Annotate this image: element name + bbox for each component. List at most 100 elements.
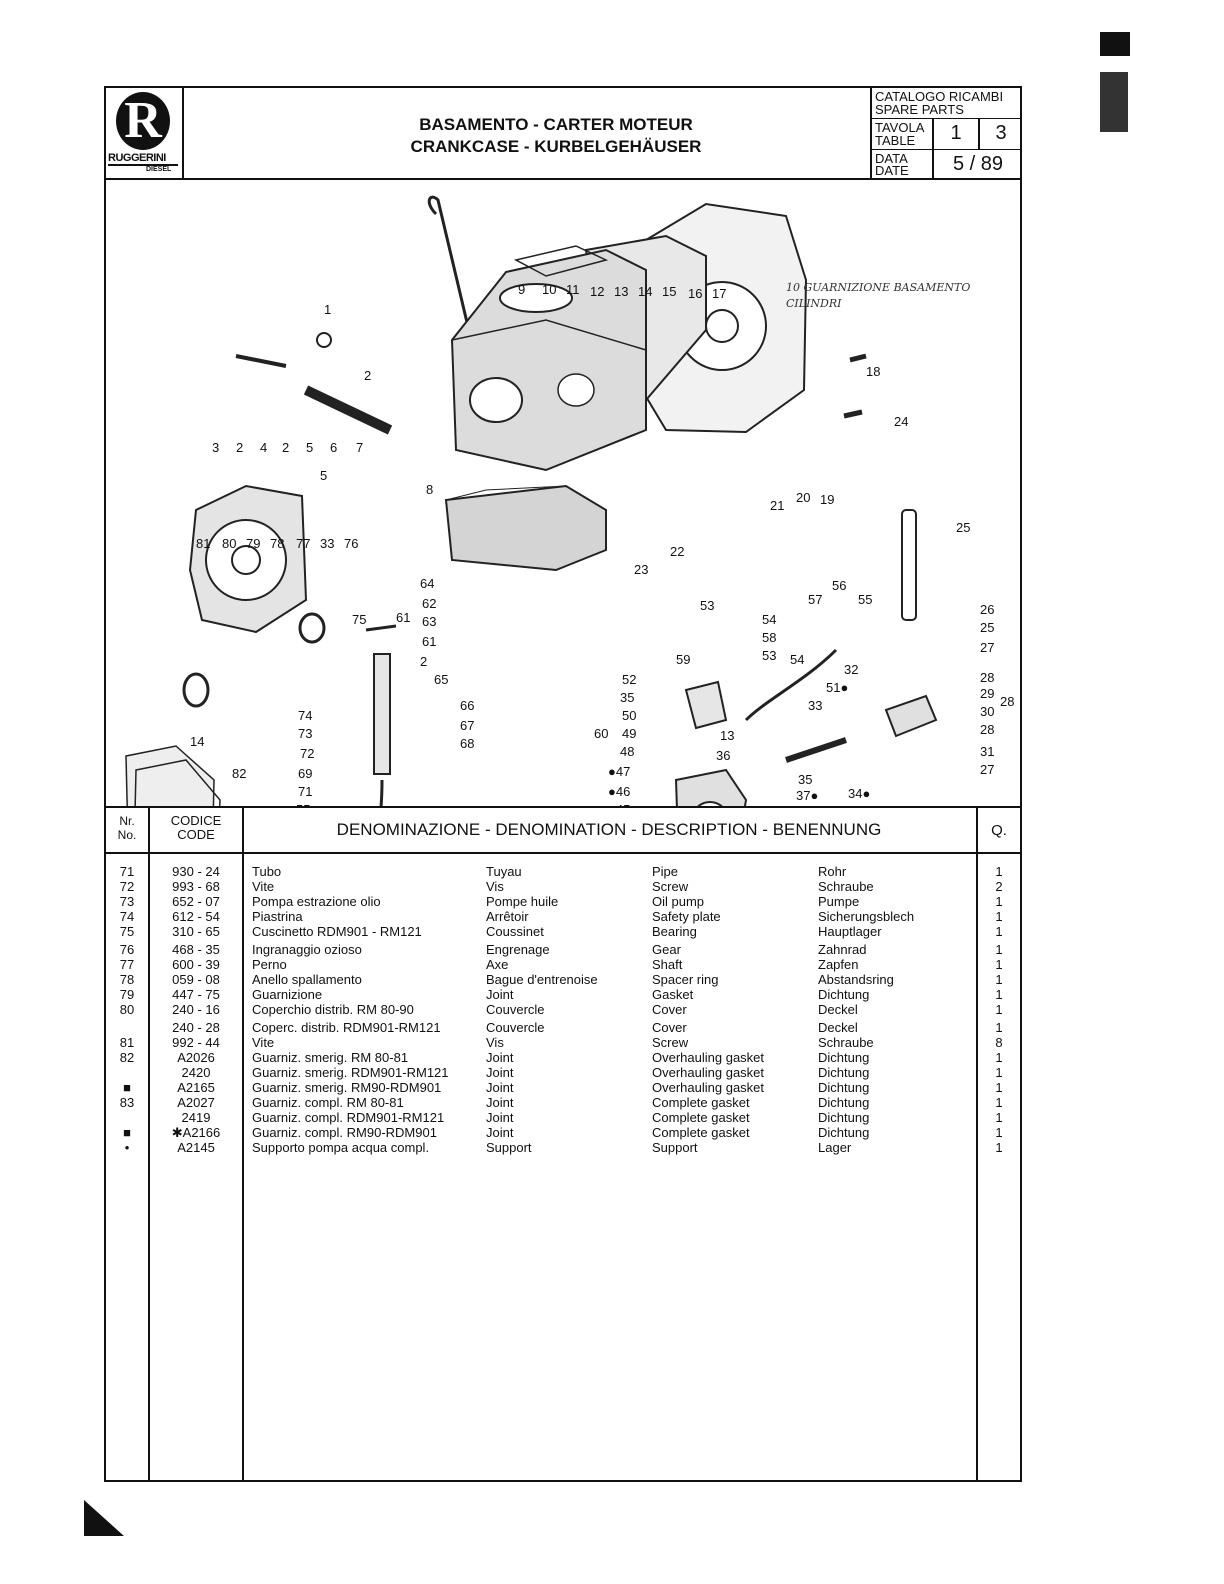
callout-label: 35 [798,772,812,787]
handwritten-note-line-2: CILINDRI [786,297,842,310]
table-number-row: TAVOLA TABLE 1 3 [872,119,1022,150]
divider [932,150,934,178]
cell-code: A2026 [177,1050,215,1065]
cell-q: 1 [995,1095,1003,1110]
table-value-2: 3 [995,122,1007,144]
cell-en: Overhauling gasket [652,1050,765,1065]
cell-q: 1 [995,1020,1003,1035]
callout-label: ●47 [608,764,630,779]
cell-fr: Joint [486,1125,514,1140]
title-line-1: BASAMENTO - CARTER MOTEUR [419,115,693,134]
callout-label: 10 [542,282,556,297]
cell-de: Dichtung [818,987,870,1002]
table-label-2: TABLE [875,133,916,148]
catalog-meta-box: CATALOGO RICAMBI SPARE PARTS TAVOLA TABL… [870,88,1022,178]
callout-label: 75 [352,612,366,627]
water-pump-drawing [674,768,748,806]
cell-code: A2165 [177,1080,215,1095]
callout-label: 2 [420,654,427,669]
callout-label: 32 [844,662,858,677]
cell-q: 1 [995,1050,1003,1065]
catalog-label-1: CATALOGO RICAMBI [875,89,1004,104]
cell-en: Screw [652,1035,689,1050]
callout-label: 53 [762,648,776,663]
cell-code: A2027 [177,1095,215,1110]
cell-en: Safety plate [652,909,721,924]
cell-nr: • [124,1140,130,1155]
cell-nr: 80 [119,1002,135,1017]
callout-label: 26 [980,602,994,617]
column-divider [976,806,978,1480]
callout-label: 2 [236,440,243,455]
cell-fr: Joint [486,1065,514,1080]
screw-drawing [849,353,867,363]
callout-label: 77 [296,536,310,551]
cell-it: Vite [252,879,275,894]
cell-code: 992 - 44 [172,1035,220,1050]
callout-label: 27 [980,640,994,655]
cell-nr: 73 [119,894,135,909]
callout-label: 13 [720,728,734,743]
cell-it: Pompa estrazione olio [252,894,381,909]
date-value: 5 / 89 [952,153,1004,175]
thermostat-housing-drawing [884,694,938,738]
cell-it: Guarniz. compl. RDM901-RM121 [252,1110,445,1125]
callout-label: 17 [712,286,726,301]
cell-it: Supporto pompa acqua compl. [252,1140,430,1155]
cell-de: Deckel [818,1020,858,1035]
callout-label: 82 [232,766,246,781]
callout-label: 51● [826,680,848,695]
callout-label: 24 [894,414,908,429]
callout-label: 28 [980,670,994,685]
head-gasket-drawing [513,245,609,277]
cell-fr: Joint [486,1110,514,1125]
cell-code: 930 - 24 [172,864,220,879]
cell-fr: Tuyau [486,864,522,879]
cylinder-bore-drawing [499,283,573,313]
cell-en: Bearing [652,924,697,939]
table-row: 73 652 - 07 Pompa estrazione olio Pompe hui… [106,894,1020,909]
column-divider [242,806,244,1480]
cell-code: 612 - 54 [172,909,220,924]
cell-code: 2419 [181,1110,211,1125]
handwritten-note-line-1: 10 GUARNIZIONE BASAMENTO [786,281,971,294]
callout-label: 6 [330,440,337,455]
callout-label: 14 [190,734,204,749]
title-line-2: CRANKCASE - KURBELGEHÄUSER [410,137,702,156]
callout-label: 19 [820,492,834,507]
cell-de: Hauptlager [818,924,882,939]
callout-label: 49 [622,726,636,741]
callout-label: 63 [422,614,436,629]
callout-label: 12 [590,284,604,299]
callout-label: 9 [518,282,525,297]
callout-label: 5 [306,440,313,455]
callout-label: 37● [796,788,818,803]
cell-it: Cuscinetto RDM901 - RM121 [252,924,422,939]
header-code-line-1: CODICE [170,813,222,828]
scan-edge-mark [1100,32,1130,56]
cell-nr: 75 [119,924,135,939]
logo-r-icon: R [116,92,170,150]
cell-nr: ■ [123,1125,131,1140]
oil-filter-drawing [303,385,393,435]
callout-label: 15 [662,284,676,299]
callout-label: 2 [364,368,371,383]
cell-de: Schraube [818,1035,874,1050]
callout-label: 74 [298,708,312,723]
cell-code: 652 - 07 [172,894,220,909]
callout-label: 52 [622,672,636,687]
pipe-drawing [379,779,384,806]
banjo-bolt-drawing [235,354,287,368]
callout-label: 2 [282,440,289,455]
table-value-1: 1 [950,122,962,144]
cell-fr: Pompe huile [486,894,559,909]
cell-nr: 74 [119,909,135,924]
cell-fr: Joint [486,1080,514,1095]
callout-label: 80 [222,536,236,551]
